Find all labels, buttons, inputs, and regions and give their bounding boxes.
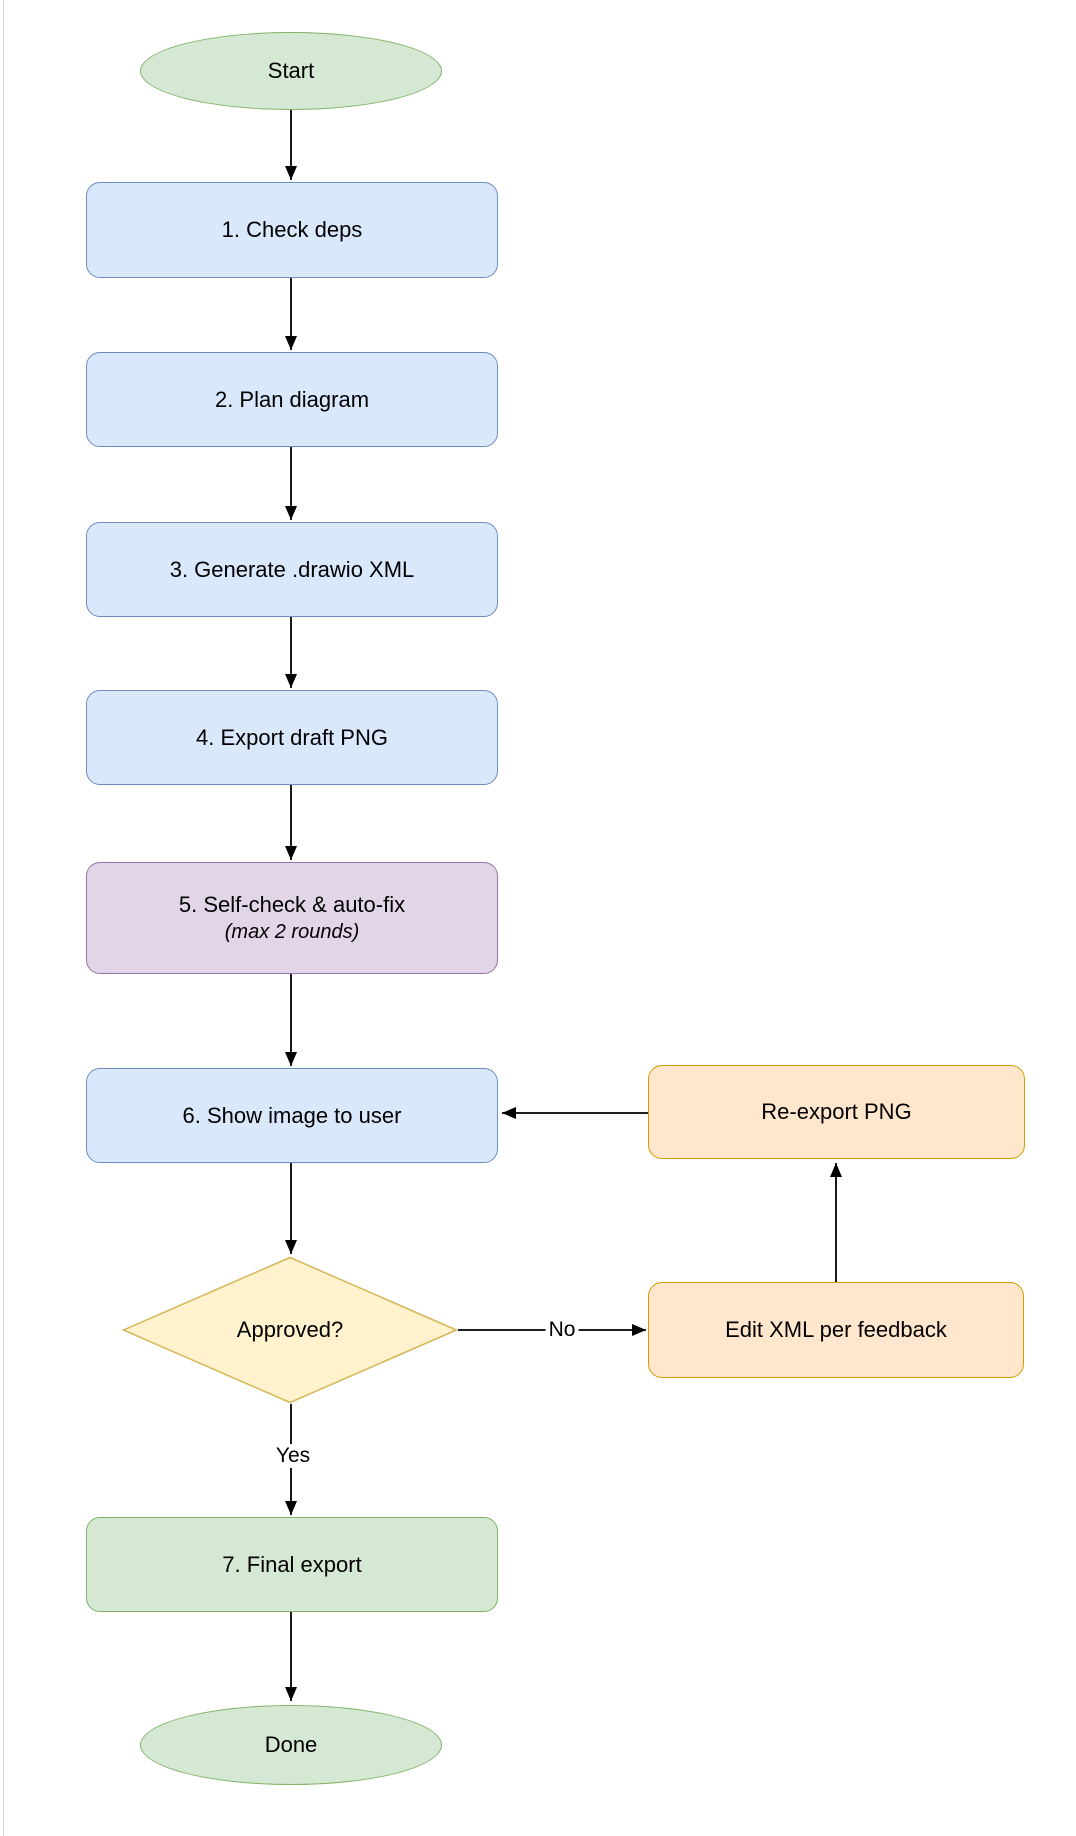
node-decision-approved: Approved? [122,1256,458,1404]
node-step7-final-export: 7. Final export [86,1517,498,1612]
node-start-label: Start [267,58,315,84]
window-left-edge [3,0,4,1836]
node-edit-xml-feedback: Edit XML per feedback [648,1282,1024,1378]
node-step2-plan-diagram: 2. Plan diagram [86,352,498,447]
node-step6-label: 6. Show image to user [182,1102,402,1128]
node-step5-self-check: 5. Self-check & auto-fix (max 2 rounds) [86,862,498,974]
edge-label-yes: Yes [272,1444,314,1468]
node-edit-xml-label: Edit XML per feedback [725,1317,947,1343]
edge-label-no: No [545,1318,579,1342]
node-step5-sublabel: (max 2 rounds) [224,921,360,944]
node-step6-show-image: 6. Show image to user [86,1068,498,1163]
diamond-shape [122,1256,458,1404]
node-reexport-label: Re-export PNG [761,1099,912,1125]
node-step4-label: 4. Export draft PNG [196,724,388,750]
node-step7-label: 7. Final export [222,1551,362,1577]
node-done: Done [140,1705,442,1785]
node-step2-label: 2. Plan diagram [214,386,370,412]
node-step3-generate-xml: 3. Generate .drawio XML [86,522,498,617]
node-step1-check-deps: 1. Check deps [86,182,498,278]
node-step1-label: 1. Check deps [221,217,363,243]
node-step5-label: 5. Self-check & auto-fix [178,891,406,917]
node-start: Start [140,32,442,110]
node-decision-label: Approved? [236,1317,344,1343]
node-done-label: Done [264,1732,318,1758]
node-reexport-png: Re-export PNG [648,1065,1025,1159]
node-step3-label: 3. Generate .drawio XML [169,556,415,582]
node-step4-export-draft-png: 4. Export draft PNG [86,690,498,785]
